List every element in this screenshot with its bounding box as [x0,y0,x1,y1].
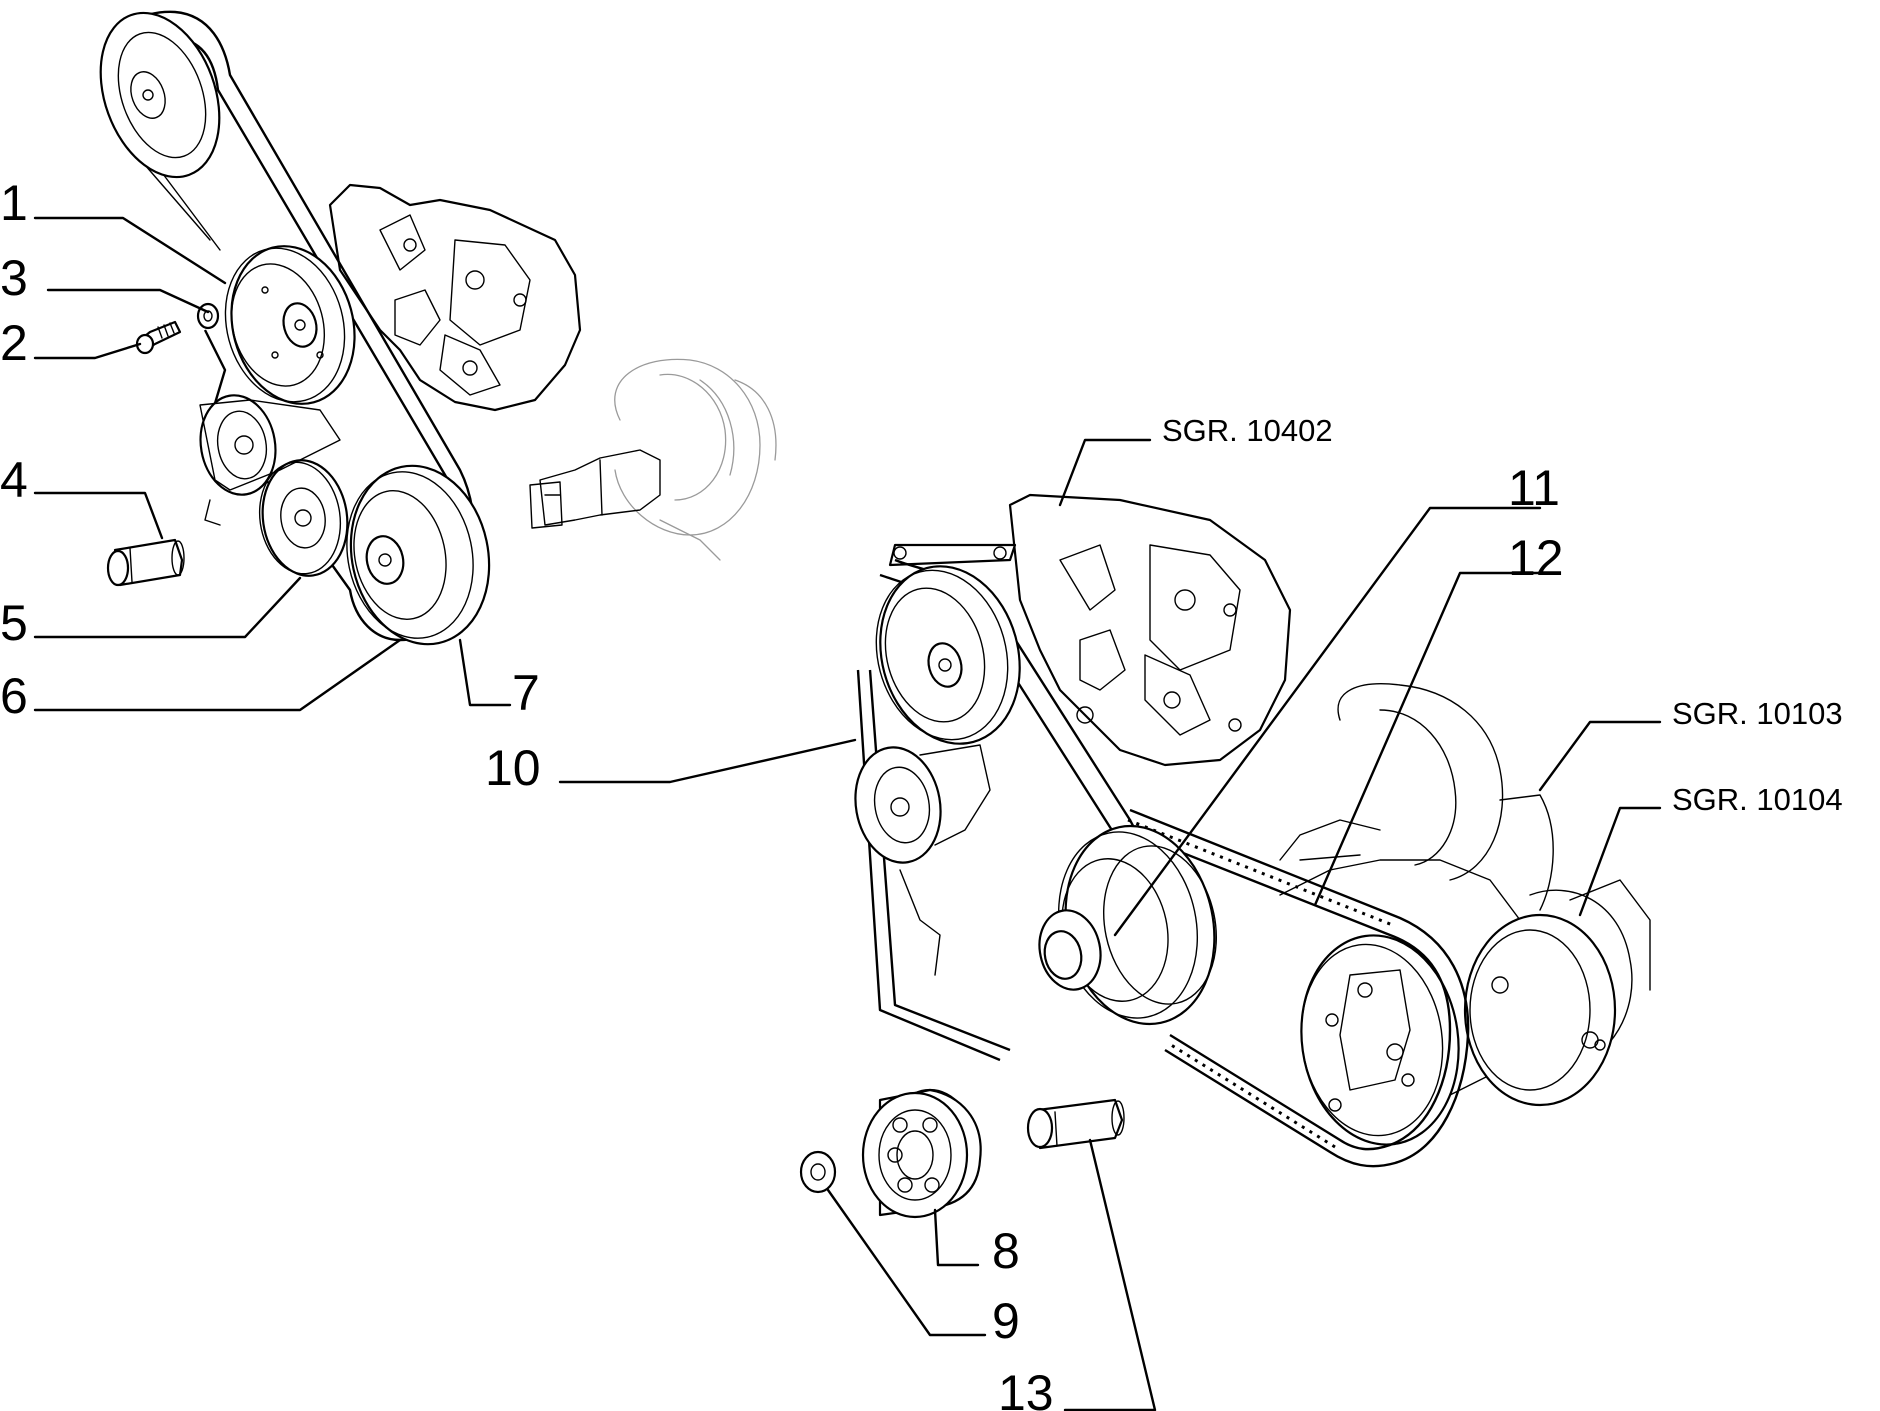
timing-belt-12 [1124,808,1470,1168]
idler-pulley-left [199,394,277,526]
callout-numbers: 1 3 2 4 5 6 7 10 11 12 8 9 13 [0,175,1564,1411]
callout-3: 3 [0,250,28,306]
upper-engine-assembly [99,10,777,646]
callout-5: 5 [0,595,28,651]
leader-sgr-10402 [1058,438,1152,507]
crank-timing-pulley [1300,934,1460,1146]
ref-sgr-10103: SGR. 10103 [1672,696,1843,731]
mounting-plate [888,543,1017,567]
leader-sgr-10104 [1578,806,1662,917]
callout-11: 11 [1508,460,1560,516]
leader-12 [1313,571,1552,907]
washer-9 [799,1150,837,1194]
pump-pulley-1 [224,245,356,405]
pin-13 [1026,1098,1125,1150]
leader-5 [33,576,302,639]
callout-9: 9 [992,1293,1020,1349]
callout-2: 2 [0,315,28,371]
idler-pulley-lower [854,744,991,976]
crank-pulley-11 [1038,824,1218,1026]
leader-10 [558,738,857,784]
leader-8 [933,1208,980,1267]
callout-13: 13 [998,1365,1054,1411]
leader-3 [46,288,210,314]
leader-6 [33,638,402,712]
leader-4 [33,491,164,540]
pump-pulley-lower [875,565,1021,745]
callout-4: 4 [0,452,28,508]
leader-1 [33,216,227,285]
callout-8: 8 [992,1223,1020,1279]
leader-13 [1063,1138,1157,1411]
crank-pulley-6 [346,464,491,646]
ref-sgr-10402: SGR. 10402 [1162,413,1333,448]
alternator-pulley-upper [99,11,221,179]
lower-engine-assembly [854,493,1651,1168]
water-pump-housing-lower [1008,493,1292,767]
crank-damper [1463,913,1617,1107]
leader-2 [33,342,142,360]
bolt-2 [135,320,182,355]
callout-1: 1 [0,175,28,231]
callout-7: 7 [512,665,540,721]
callout-12: 12 [1508,530,1564,586]
tensioner-pulley-5 [258,459,349,577]
roller-bearing-8 [861,1088,982,1219]
water-pump-housing-upper [328,183,582,412]
callout-6: 6 [0,668,28,724]
leader-7 [458,638,512,707]
leader-9 [826,1188,987,1337]
leader-sgr-10103 [1538,720,1662,792]
crankshaft-upper [529,358,777,561]
leader-lines [33,216,1662,1411]
callout-10: 10 [485,740,541,796]
reference-labels: SGR. 10402 SGR. 10103 SGR. 10104 [1162,413,1843,817]
pin-4 [106,538,185,587]
tensioner-bracket [199,399,341,491]
ref-sgr-10104: SGR. 10104 [1672,782,1843,817]
leader-11 [1113,506,1542,937]
